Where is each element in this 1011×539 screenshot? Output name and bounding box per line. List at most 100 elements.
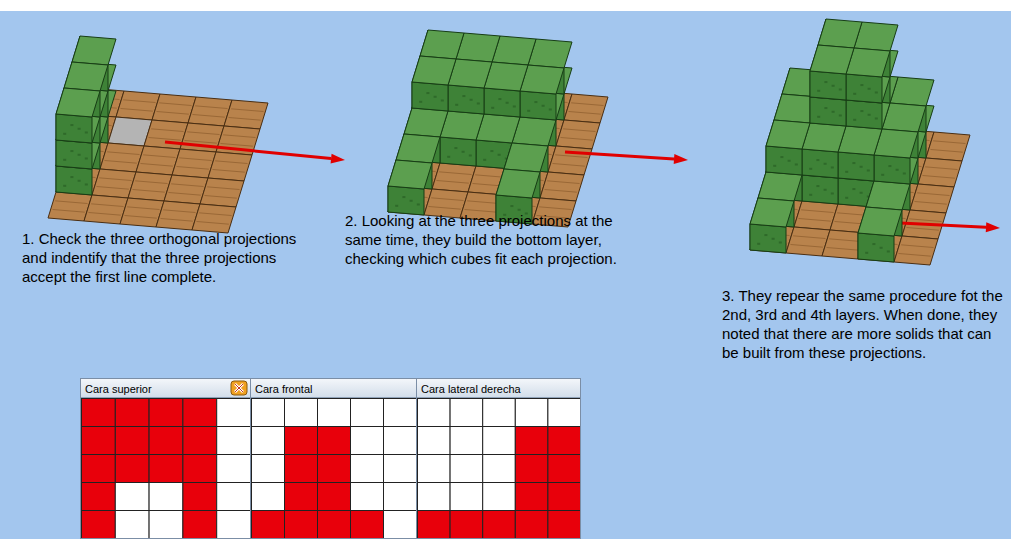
cube-front — [448, 85, 484, 114]
wood-grain — [544, 189, 576, 192]
cube-texture — [70, 124, 73, 126]
grid-cell — [318, 511, 351, 539]
grid-cell — [548, 427, 580, 455]
wood-grain — [176, 166, 208, 169]
cube-texture — [875, 91, 878, 93]
wood-grain — [914, 201, 946, 204]
wood-grain — [127, 207, 159, 210]
cube-texture — [824, 189, 827, 191]
cube-top — [858, 207, 902, 236]
wood-grain — [184, 140, 216, 143]
grid-cell — [548, 455, 580, 483]
grid-cell — [149, 399, 183, 427]
wood-grain — [199, 213, 231, 216]
grid-cell — [548, 511, 580, 539]
grid-cell — [252, 455, 285, 483]
wood-grain — [104, 160, 136, 163]
grid-cell — [115, 511, 149, 539]
cube-texture — [839, 88, 842, 90]
wood-grain — [428, 206, 460, 209]
cube-top — [412, 56, 456, 85]
grid-cell — [183, 455, 217, 483]
cube-texture — [853, 93, 856, 95]
axis-arrow — [165, 142, 331, 159]
grid-cell — [450, 427, 483, 455]
wood-grain — [223, 135, 255, 138]
wood-grain — [231, 109, 263, 112]
grid-cell — [418, 427, 451, 455]
cube-texture — [402, 196, 405, 198]
cube-texture — [70, 150, 73, 152]
cube-texture — [824, 81, 827, 83]
grid-cell — [252, 399, 285, 427]
step-text: 3. They repear the same procedure fot th… — [722, 286, 1007, 362]
cube-top — [520, 91, 564, 120]
wood-grain — [159, 103, 191, 106]
projection-window: Cara lateral derecha — [416, 378, 581, 539]
cube-texture — [506, 102, 509, 104]
cube-front — [56, 166, 92, 195]
cube-texture — [773, 165, 776, 167]
cube-texture — [447, 156, 450, 158]
grid-cell — [548, 399, 580, 427]
grid-cell — [483, 427, 516, 455]
grid-cell — [515, 511, 548, 539]
grid-cell — [217, 483, 250, 511]
cube-top — [758, 172, 802, 201]
close-bg — [231, 381, 247, 395]
cube-top — [64, 62, 108, 91]
window-title: Cara frontal — [251, 380, 312, 398]
grid-cell — [318, 427, 351, 455]
wood-grain — [124, 215, 156, 218]
wood-grain — [215, 161, 247, 164]
cube-texture — [772, 238, 775, 240]
grid-cell — [450, 399, 483, 427]
cube-texture — [534, 101, 537, 103]
grid-cell — [252, 427, 285, 455]
cube-texture — [780, 156, 783, 158]
cube-texture — [860, 84, 863, 86]
cube-texture — [419, 101, 422, 103]
grid-cell — [384, 455, 417, 483]
cube-texture — [462, 95, 465, 97]
cube-texture — [832, 111, 835, 113]
wood-grain — [195, 106, 227, 109]
grid-cell — [285, 511, 318, 539]
grid-cell — [183, 483, 217, 511]
wood-grain — [96, 186, 128, 189]
wood-grain — [922, 175, 954, 178]
wood-grain — [91, 204, 123, 207]
cube-texture — [824, 107, 827, 109]
grid-cell — [384, 399, 417, 427]
cube-texture — [868, 114, 871, 116]
wood-grain — [547, 181, 579, 184]
wood-grain — [933, 141, 965, 144]
grid-cell — [318, 483, 351, 511]
cube-texture — [518, 209, 521, 211]
wood-grain — [917, 193, 949, 196]
step-text: 1. Check the three orthogonal projection… — [22, 229, 322, 286]
page-strip — [0, 0, 1011, 11]
wood-grain — [207, 187, 239, 190]
grid-cell — [82, 483, 116, 511]
grid-cell — [318, 455, 351, 483]
grid-cell — [418, 455, 451, 483]
wood-grain — [829, 239, 861, 242]
cube-top — [766, 120, 810, 149]
cube-front — [838, 152, 874, 181]
wood-grain — [901, 245, 933, 248]
cube-texture — [549, 108, 552, 110]
axis-arrow — [565, 152, 674, 159]
wood-grain — [204, 195, 236, 198]
grid-cell — [82, 455, 116, 483]
cube-texture — [865, 252, 868, 254]
wood-grain — [156, 111, 188, 114]
grid-cell — [418, 399, 451, 427]
wood-grain — [431, 198, 463, 201]
cube-texture — [831, 192, 834, 194]
cube-texture — [788, 160, 791, 162]
cube-texture — [860, 166, 863, 168]
wood-grain — [196, 221, 228, 224]
cube-top — [818, 19, 862, 48]
cube-top — [56, 114, 100, 143]
